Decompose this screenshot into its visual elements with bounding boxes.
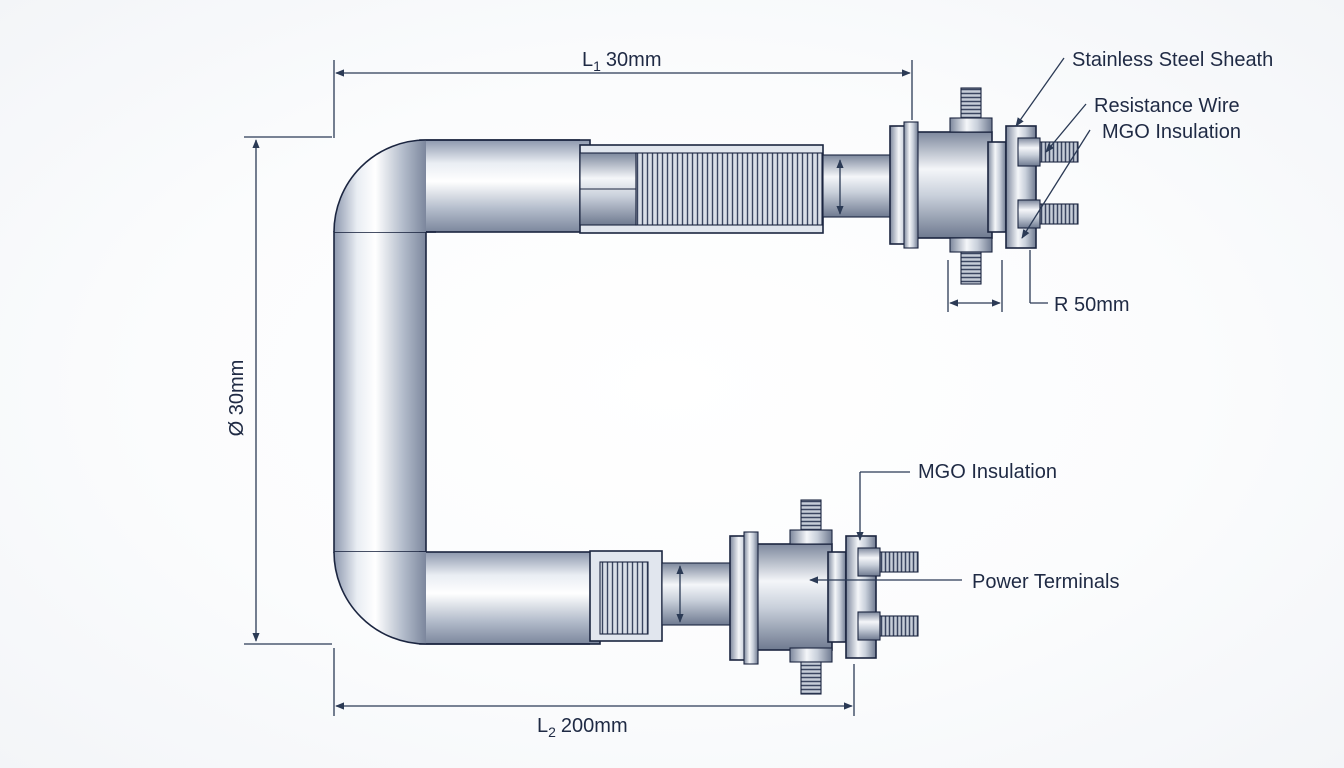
diameter-dimension: Ø 30mm — [226, 360, 248, 437]
radius-dimension: R 50mm — [1054, 294, 1130, 316]
label-mgo-insulation-top: MGO Insulation — [1102, 121, 1241, 143]
label-power-terminals: Power Terminals — [972, 571, 1119, 593]
leader-lines — [809, 57, 1091, 584]
label-stainless-steel-sheath: Stainless Steel Sheath — [1072, 49, 1273, 71]
bottom-terminal-fitting — [729, 499, 919, 695]
label-resistance-wire: Resistance Wire — [1094, 95, 1240, 117]
u-tube — [333, 139, 601, 645]
top-cutaway-section — [579, 144, 896, 234]
label-mgo-insulation-bottom: MGO Insulation — [918, 461, 1057, 483]
bottom-cutaway-section — [589, 550, 739, 642]
dimension-lines — [244, 60, 1048, 716]
top-terminal-fitting — [889, 87, 1079, 285]
